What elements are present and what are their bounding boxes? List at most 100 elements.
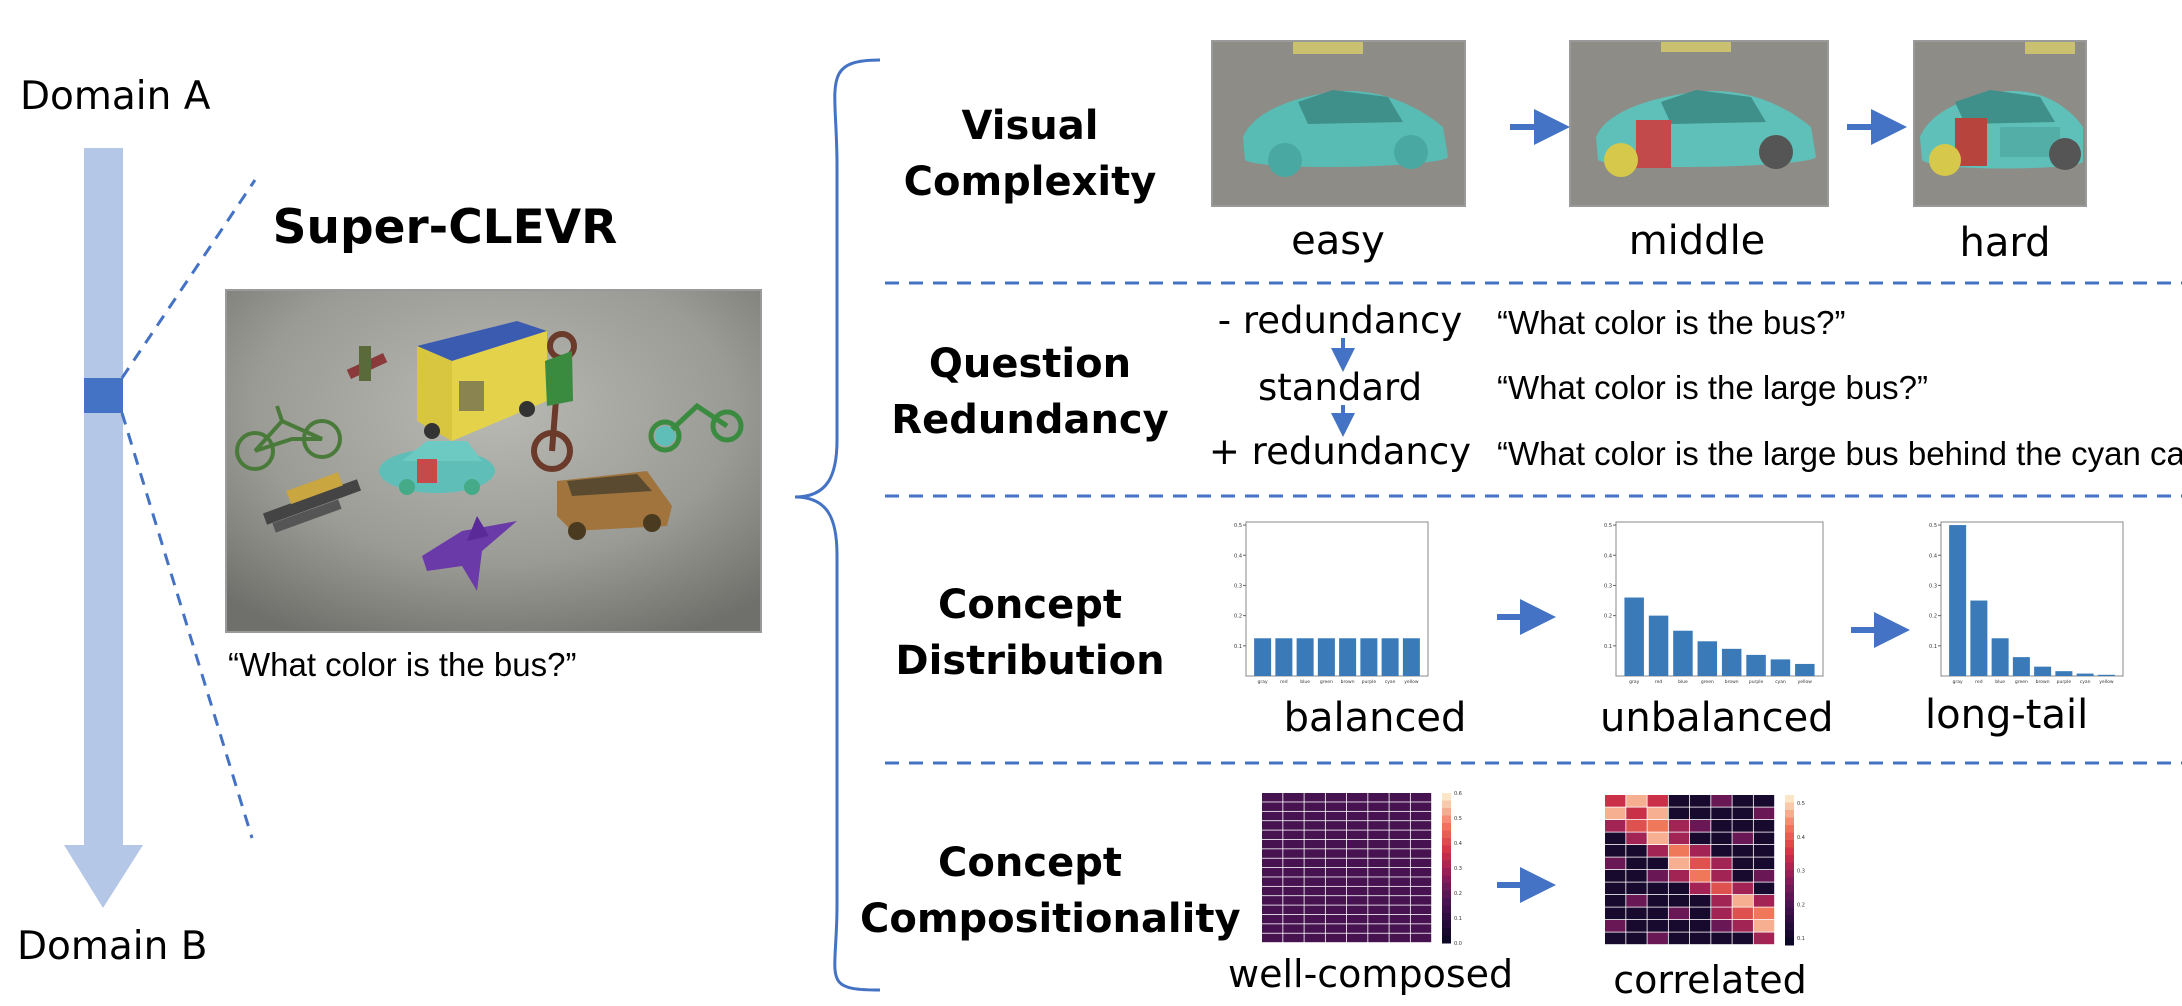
bar-green <box>2012 657 2030 676</box>
colorbar-segment <box>1442 898 1451 906</box>
car-easy-image <box>1211 40 1466 207</box>
heatmap-cell <box>1347 914 1368 924</box>
heatmap-cell <box>1410 924 1432 933</box>
heatmap-cell <box>1753 820 1775 832</box>
colorbar-segment <box>1442 800 1451 809</box>
heatmap-cell <box>1753 870 1775 882</box>
bar-blue <box>1296 638 1314 676</box>
heatmap-cell <box>1347 868 1368 877</box>
heatmap-cell <box>1283 802 1304 811</box>
heatmap-cell <box>1647 795 1668 807</box>
heatmap-cell <box>1647 857 1668 870</box>
colorbar-segment <box>1442 868 1451 876</box>
heatmap-cell <box>1732 820 1753 832</box>
heatmap-cell <box>1304 877 1325 886</box>
bar-purple <box>1360 638 1378 676</box>
x-tick-label: purple <box>2057 679 2072 685</box>
heatmap-cell <box>1347 811 1368 821</box>
level-balanced: balanced <box>1283 695 1467 741</box>
bar-green <box>1697 641 1718 676</box>
level-well-composed: well-composed <box>1228 952 1514 996</box>
heatmap-cell <box>1690 895 1711 907</box>
heatmap-cell <box>1283 914 1304 924</box>
heatmap-cell <box>1304 821 1325 830</box>
heatmap-cell <box>1368 793 1389 802</box>
heatmap-cell <box>1711 820 1732 832</box>
heatmap-cell <box>1347 905 1368 915</box>
colorbar-segment <box>1785 877 1794 886</box>
heatmap-cell <box>1753 920 1775 932</box>
heatmap-cell <box>1368 886 1389 896</box>
heatmap-cell <box>1368 802 1389 811</box>
bar-red <box>1970 600 1988 676</box>
heatmap-cell <box>1368 877 1389 886</box>
heatmap-cell <box>1410 858 1432 868</box>
x-tick-label: gray <box>1258 679 1268 685</box>
y-tick-label: 0.4 <box>1234 553 1242 559</box>
colorbar-segment <box>1785 825 1794 833</box>
heatmap-cell <box>1368 839 1389 849</box>
level-long-tail: long-tail <box>1925 692 2089 738</box>
x-tick-label: cyan <box>1775 680 1786 685</box>
heatmap-cell <box>1410 933 1432 943</box>
row-title-line2: Compositionality <box>860 896 1241 942</box>
heatmap-cell <box>1647 907 1668 920</box>
heatmap-cell <box>1647 920 1668 932</box>
colorbar-segment <box>1442 793 1451 801</box>
bar-gray <box>1624 597 1644 676</box>
heatmap-cell <box>1389 849 1410 858</box>
colorbar-tick-label: 0.2 <box>1454 891 1462 897</box>
heatmap-cell <box>1668 820 1690 832</box>
colorbar-segment <box>1442 845 1451 854</box>
heatmap-cell <box>1732 932 1753 945</box>
question-redundant: “What color is the large bus behind the … <box>1497 435 2182 472</box>
heatmap-cell <box>1368 868 1389 877</box>
heatmap-cell <box>1626 882 1647 895</box>
colorbar-segment <box>1785 795 1794 803</box>
colorbar-tick-label: 0.3 <box>1454 866 1462 872</box>
heatmap-cell <box>1647 882 1668 895</box>
heatmap-cell <box>1389 877 1410 886</box>
domain-b-label: Domain B <box>17 924 208 969</box>
bar-green <box>1317 638 1335 676</box>
heatmap-cell <box>1732 832 1753 845</box>
heatmap-cell <box>1304 905 1325 915</box>
heatmap-cell <box>1626 832 1647 845</box>
heatmap-cell <box>1347 877 1368 886</box>
heatmap-cell <box>1389 933 1410 943</box>
heatmap-cell <box>1690 845 1711 857</box>
x-tick-label: purple <box>1749 679 1764 685</box>
y-tick-label: 0.3 <box>1604 583 1612 589</box>
dirtbike-object <box>648 402 744 453</box>
heatmap-cell <box>1262 821 1283 830</box>
row-title-line2: Distribution <box>895 638 1165 684</box>
heatmap-cell <box>1410 877 1432 886</box>
heatmap-cell <box>1711 857 1732 870</box>
y-tick-label: 0.4 <box>1929 553 1937 559</box>
heatmap-cell <box>1605 882 1626 895</box>
heatmap-cell <box>1325 830 1347 840</box>
heatmap-cell <box>1304 793 1325 802</box>
heatmap-cell <box>1325 896 1347 905</box>
heatmap-cell <box>1647 895 1668 907</box>
colorbar-segment <box>1442 808 1451 816</box>
heatmap-cell <box>1389 830 1410 840</box>
heatmap-cell <box>1690 857 1711 870</box>
heatmap-cell <box>1711 832 1732 845</box>
row-title-line2: Redundancy <box>891 397 1169 443</box>
colorbar-segment <box>1785 832 1794 841</box>
colorbar-segment <box>1442 883 1451 891</box>
heatmap-cell <box>1410 811 1432 821</box>
x-tick-label: gray <box>1629 679 1639 685</box>
heatmap-cell <box>1262 858 1283 868</box>
heatmap-cell <box>1626 845 1647 857</box>
heatmap-cell <box>1262 924 1283 933</box>
heatmap-cell <box>1753 895 1775 907</box>
heatmap-cell <box>1410 830 1432 840</box>
colorbar-segment <box>1442 830 1451 839</box>
heatmap-cell <box>1389 905 1410 915</box>
cyan-car-object <box>379 441 495 495</box>
zoom-line-top <box>120 179 257 379</box>
